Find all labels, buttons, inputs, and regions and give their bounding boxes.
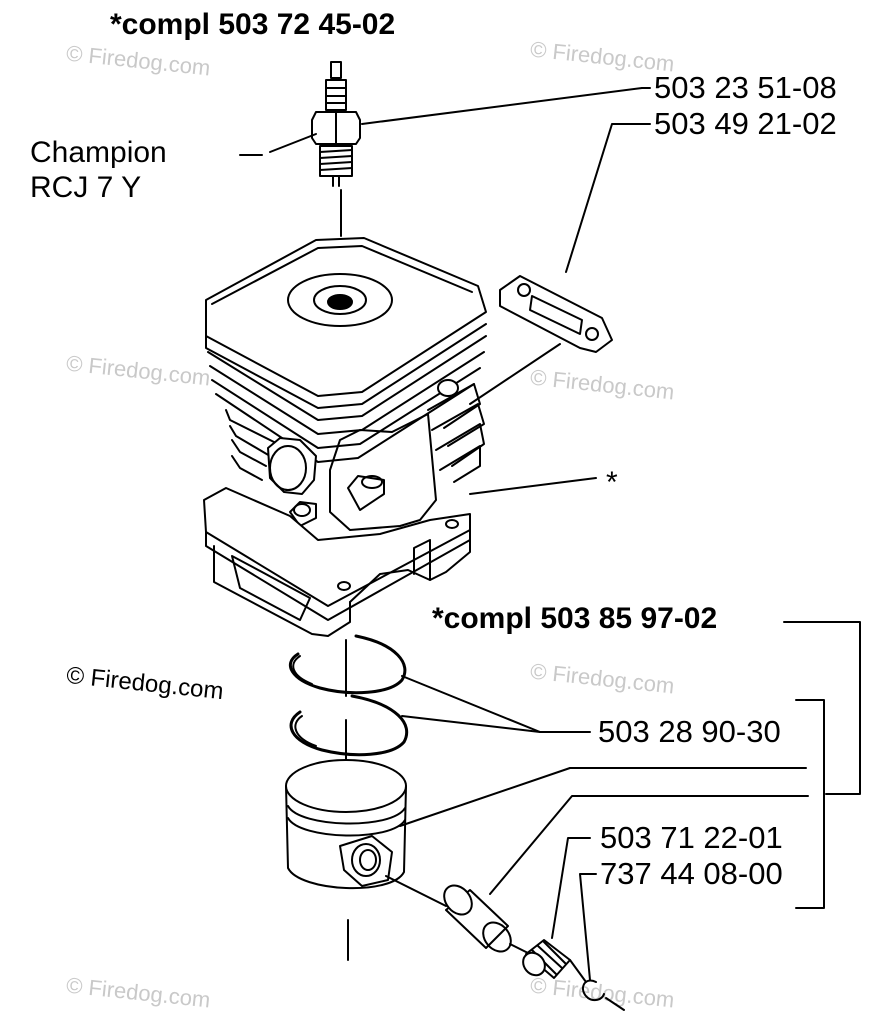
gasket-icon bbox=[499, 275, 613, 353]
spark-plug-label-line2: RCJ 7 Y bbox=[30, 171, 142, 204]
kit-bottom-label: *compl 503 85 97-02 bbox=[432, 602, 718, 635]
circlip-icon bbox=[581, 979, 605, 1002]
part-number-gasket: 503 49 21-02 bbox=[654, 106, 837, 141]
part-number-pin: 503 71 22-01 bbox=[600, 820, 783, 855]
needle-bearing-icon bbox=[522, 939, 571, 979]
spark-plug-icon bbox=[311, 61, 361, 187]
part-number-piston-rings: 503 28 90-30 bbox=[598, 714, 781, 749]
piston-icon bbox=[285, 759, 407, 890]
part-number-circlip: 737 44 08-00 bbox=[600, 856, 783, 891]
cylinder-marker: * bbox=[606, 466, 618, 499]
kit-top-label: *compl 503 72 45-02 bbox=[110, 8, 396, 41]
spark-plug-label-line1: Champion bbox=[30, 136, 167, 169]
piston-ring-icon bbox=[288, 634, 409, 757]
piston-pin-icon bbox=[443, 884, 512, 953]
cylinder-icon bbox=[203, 237, 487, 637]
part-number-spark-plug: 503 23 51-08 bbox=[654, 70, 837, 105]
